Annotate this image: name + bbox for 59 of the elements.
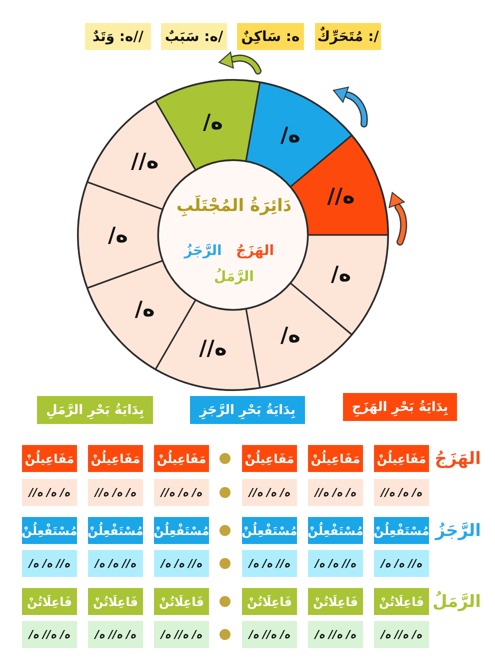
- pattern-cell: /ه //ه /ه: [154, 621, 209, 648]
- meter-heading: الرَّمَلُ: [432, 592, 481, 612]
- foot-cell: مُسْتَفْعِلُنْ: [22, 517, 77, 544]
- key-box: ه: سَاكِنٌ: [237, 23, 304, 50]
- start-label-box: بِدَايَةُ بَحْرِ الرَّمَلِ: [37, 396, 153, 424]
- meter-heading: الهَزَجُ: [434, 448, 481, 468]
- pattern-cell: /ه /ه //ه: [374, 550, 429, 577]
- pattern-cell: //ه /ه /ه: [22, 479, 77, 506]
- start-label-box: بِدَايَةُ بَحْرِ الهَزَجِ: [343, 393, 457, 421]
- foot-cell: فَاعِلَاتُنْ: [22, 588, 77, 615]
- pattern-cell: //ه /ه /ه: [242, 479, 297, 506]
- segment-label: /ه: [280, 123, 301, 148]
- circle-title: دَائِرَةُ المُجْتَلَبِ: [176, 196, 292, 216]
- segment-label: //ه: [327, 184, 355, 208]
- pattern-cell: /ه //ه /ه: [22, 621, 77, 648]
- foot-cell: مَفَاعِيلُنْ: [374, 445, 429, 472]
- segment-label: /ه: [134, 296, 155, 321]
- foot-cell: مُسْتَفْعِلُنْ: [242, 517, 297, 544]
- pattern-cell: //ه /ه /ه: [374, 479, 429, 506]
- foot-cell: مَفَاعِيلُنْ: [88, 445, 143, 472]
- segment-label: //ه: [131, 149, 159, 174]
- key-box: /: مُتَحَرِّكٌ: [315, 23, 381, 50]
- segment-label: //ه: [199, 336, 227, 360]
- foot-cell: فَاعِلَاتُنْ: [374, 588, 429, 615]
- pattern-cell: /ه /ه //ه: [242, 550, 297, 577]
- meter-name: الرَّجَزُ: [184, 243, 222, 259]
- foot-cell: فَاعِلَاتُنْ: [88, 588, 143, 615]
- segment-label: /ه: [280, 322, 301, 347]
- pattern-cell: /ه //ه /ه: [308, 621, 363, 648]
- foot-cell: مَفَاعِيلُنْ: [308, 445, 363, 472]
- segment-label: /ه: [108, 223, 128, 247]
- pattern-cell: /ه //ه /ه: [88, 621, 143, 648]
- pattern-cell: /ه /ه //ه: [88, 550, 143, 577]
- pattern-cell: /ه /ه //ه: [308, 550, 363, 577]
- segment-label: /ه: [331, 262, 352, 286]
- foot-cell: فَاعِلَاتُنْ: [154, 588, 209, 615]
- foot-cell: مُسْتَفْعِلُنْ: [308, 517, 363, 544]
- pattern-cell: /ه //ه /ه: [374, 621, 429, 648]
- start-label-box: بِدَايَةُ بَحْرِ الرَّجَزِ: [190, 396, 305, 424]
- foot-cell: فَاعِلَاتُنْ: [308, 588, 363, 615]
- foot-cell: مُسْتَفْعِلُنْ: [154, 517, 209, 544]
- meter-heading: الرَّجَزُ: [435, 520, 481, 540]
- foot-cell: مَفَاعِيلُنْ: [242, 445, 297, 472]
- pattern-cell: /ه /ه //ه: [154, 550, 209, 577]
- foot-cell: مَفَاعِيلُنْ: [154, 445, 209, 472]
- foot-cell: فَاعِلَاتُنْ: [242, 588, 297, 615]
- meter-name: الهَزَجُ: [236, 243, 274, 259]
- pattern-cell: /ه //ه /ه: [242, 621, 297, 648]
- pattern-cell: //ه /ه /ه: [308, 479, 363, 506]
- foot-cell: مَفَاعِيلُنْ: [22, 445, 77, 472]
- pattern-cell: //ه /ه /ه: [154, 479, 209, 506]
- pattern-cell: /ه /ه //ه: [22, 550, 77, 577]
- pattern-cell: //ه /ه /ه: [88, 479, 143, 506]
- meter-name: الرَّمَلُ: [214, 269, 254, 285]
- foot-cell: مُسْتَفْعِلُنْ: [374, 517, 429, 544]
- key-box: //ه: وَتَدٌ: [85, 23, 151, 50]
- foot-cell: مُسْتَفْعِلُنْ: [88, 517, 143, 544]
- key-box: /ه: سَبَبٌ: [161, 23, 227, 50]
- segment-label: /ه: [202, 110, 224, 134]
